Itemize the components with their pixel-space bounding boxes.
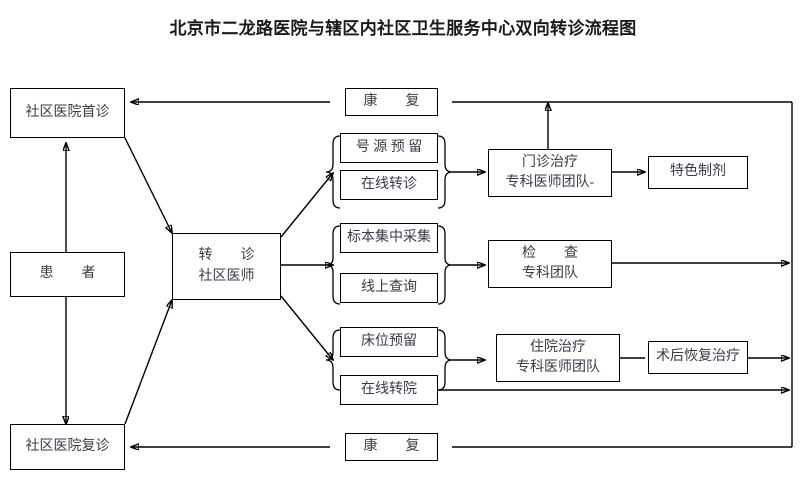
node-label: 特色制剂 [670, 164, 726, 180]
node-label-line2: 专科医师团队- [505, 175, 595, 190]
brace-left-outpatient [325, 135, 341, 209]
node-label: 在线转诊 [361, 176, 417, 192]
node-referral-community-doctor[interactable]: 转 诊 社区医师 [172, 233, 281, 300]
node-label: 患 者 [39, 266, 96, 282]
node-label: 康 复 [363, 438, 420, 454]
node-label-line1: 转 诊 [198, 248, 255, 264]
node-rehab-bottom[interactable]: 康 复 [345, 433, 438, 461]
brace-left-inpatient [325, 329, 341, 391]
node-label-line1: 检 查 [522, 245, 578, 261]
node-label-line2: 专科团队 [522, 266, 578, 281]
node-label: 社区医院复诊 [25, 438, 110, 454]
node-community-first-visit[interactable]: 社区医院首诊 [10, 88, 125, 138]
node-inpatient-specialist-team[interactable]: 住院治疗 专科医师团队 [496, 334, 620, 382]
brace-right-exam [437, 225, 453, 305]
node-outpatient-specialist-team[interactable]: 门诊治疗 专科医师团队- [488, 149, 612, 197]
node-exam-specialist-team[interactable]: 检 查 专科团队 [488, 240, 612, 288]
node-online-transfer-hospital[interactable]: 在线转院 [340, 375, 438, 405]
brace-right-inpatient [437, 329, 453, 391]
node-label-line2: 专科医师团队 [516, 360, 600, 375]
wire-revisit-to-referral [124, 300, 172, 425]
node-label-line1: 门诊治疗 [522, 154, 578, 170]
brace-left-exam [325, 225, 341, 305]
node-label: 标本集中采集 [347, 229, 431, 245]
node-label: 术后恢复治疗 [656, 349, 740, 365]
node-online-referral[interactable]: 在线转诊 [340, 170, 438, 200]
wire-referral-to-group-outpatient [280, 173, 333, 238]
node-label: 号 源 预 留 [355, 139, 423, 155]
wire-referral-to-group-inpatient [280, 295, 333, 360]
wire-first-visit-to-referral [124, 137, 172, 233]
node-reserve-bed[interactable]: 床位预留 [340, 327, 438, 357]
node-label-line1: 住院治疗 [530, 339, 586, 355]
node-community-revisit[interactable]: 社区医院复诊 [10, 424, 125, 470]
node-online-query[interactable]: 线上查询 [340, 273, 438, 303]
node-label-line2: 社区医师 [198, 268, 255, 284]
node-special-preparation[interactable]: 特色制剂 [648, 156, 748, 189]
node-rehab-top[interactable]: 康 复 [345, 88, 438, 116]
node-label: 在线转院 [361, 381, 417, 397]
node-reserve-slot[interactable]: 号 源 预 留 [340, 133, 438, 163]
node-label: 线上查询 [361, 279, 417, 295]
node-label: 床位预留 [361, 333, 417, 349]
node-sample-collection[interactable]: 标本集中采集 [340, 223, 438, 253]
page-title: 北京市二龙路医院与辖区内社区卫生服务中心双向转诊流程图 [169, 19, 637, 38]
node-post-op-rehab-treatment[interactable]: 术后恢复治疗 [648, 341, 748, 374]
brace-right-outpatient [437, 135, 453, 209]
node-patient[interactable]: 患 者 [10, 252, 125, 297]
node-label: 社区医院首诊 [25, 104, 110, 120]
node-label: 康 复 [363, 93, 420, 109]
